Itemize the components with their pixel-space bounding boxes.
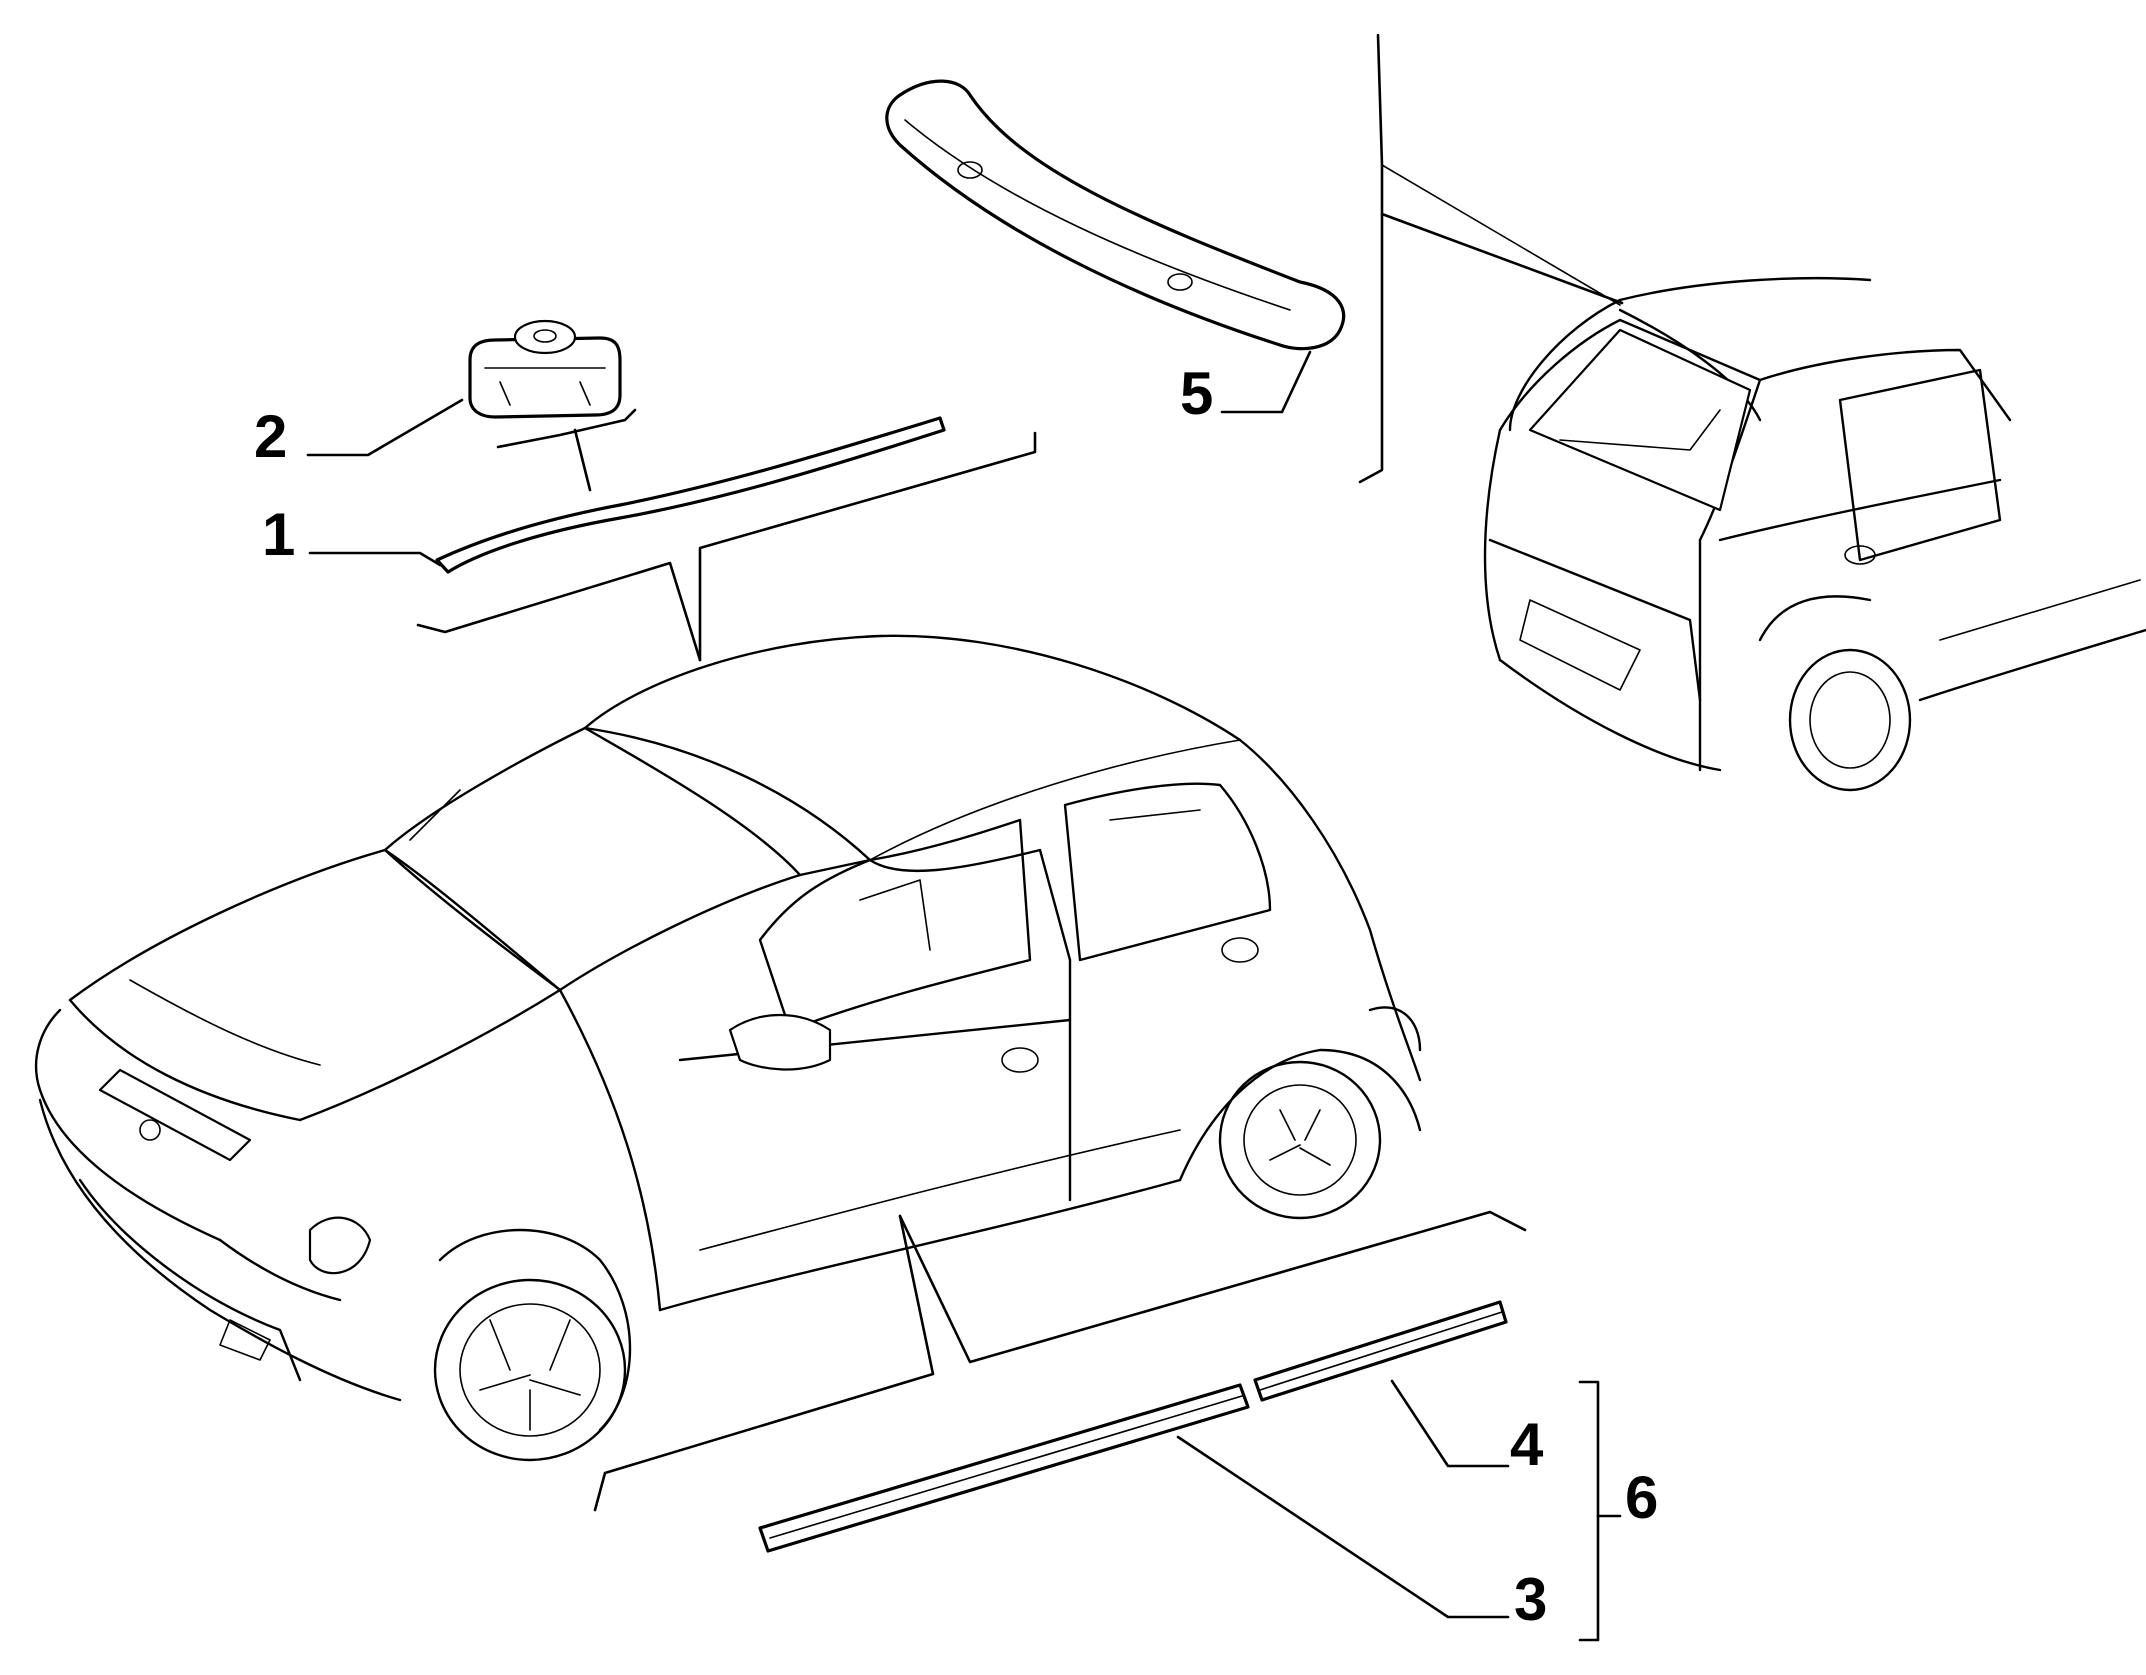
callout-1: 1 [262, 501, 295, 568]
roof-moulding-strip-icon [435, 416, 946, 574]
front-car-illustration [34, 634, 1422, 1462]
callout-2: 2 [254, 403, 287, 470]
rear-car-illustration [1483, 277, 2146, 792]
callout-4: 4 [1510, 1411, 1544, 1478]
callout-6: 6 [1625, 1464, 1658, 1531]
leader-lines [306, 33, 1624, 1642]
retaining-clip-icon [468, 319, 622, 419]
callout-3: 3 [1514, 1566, 1547, 1633]
callout-5: 5 [1180, 360, 1213, 427]
rear-spoiler-icon [885, 79, 1346, 351]
